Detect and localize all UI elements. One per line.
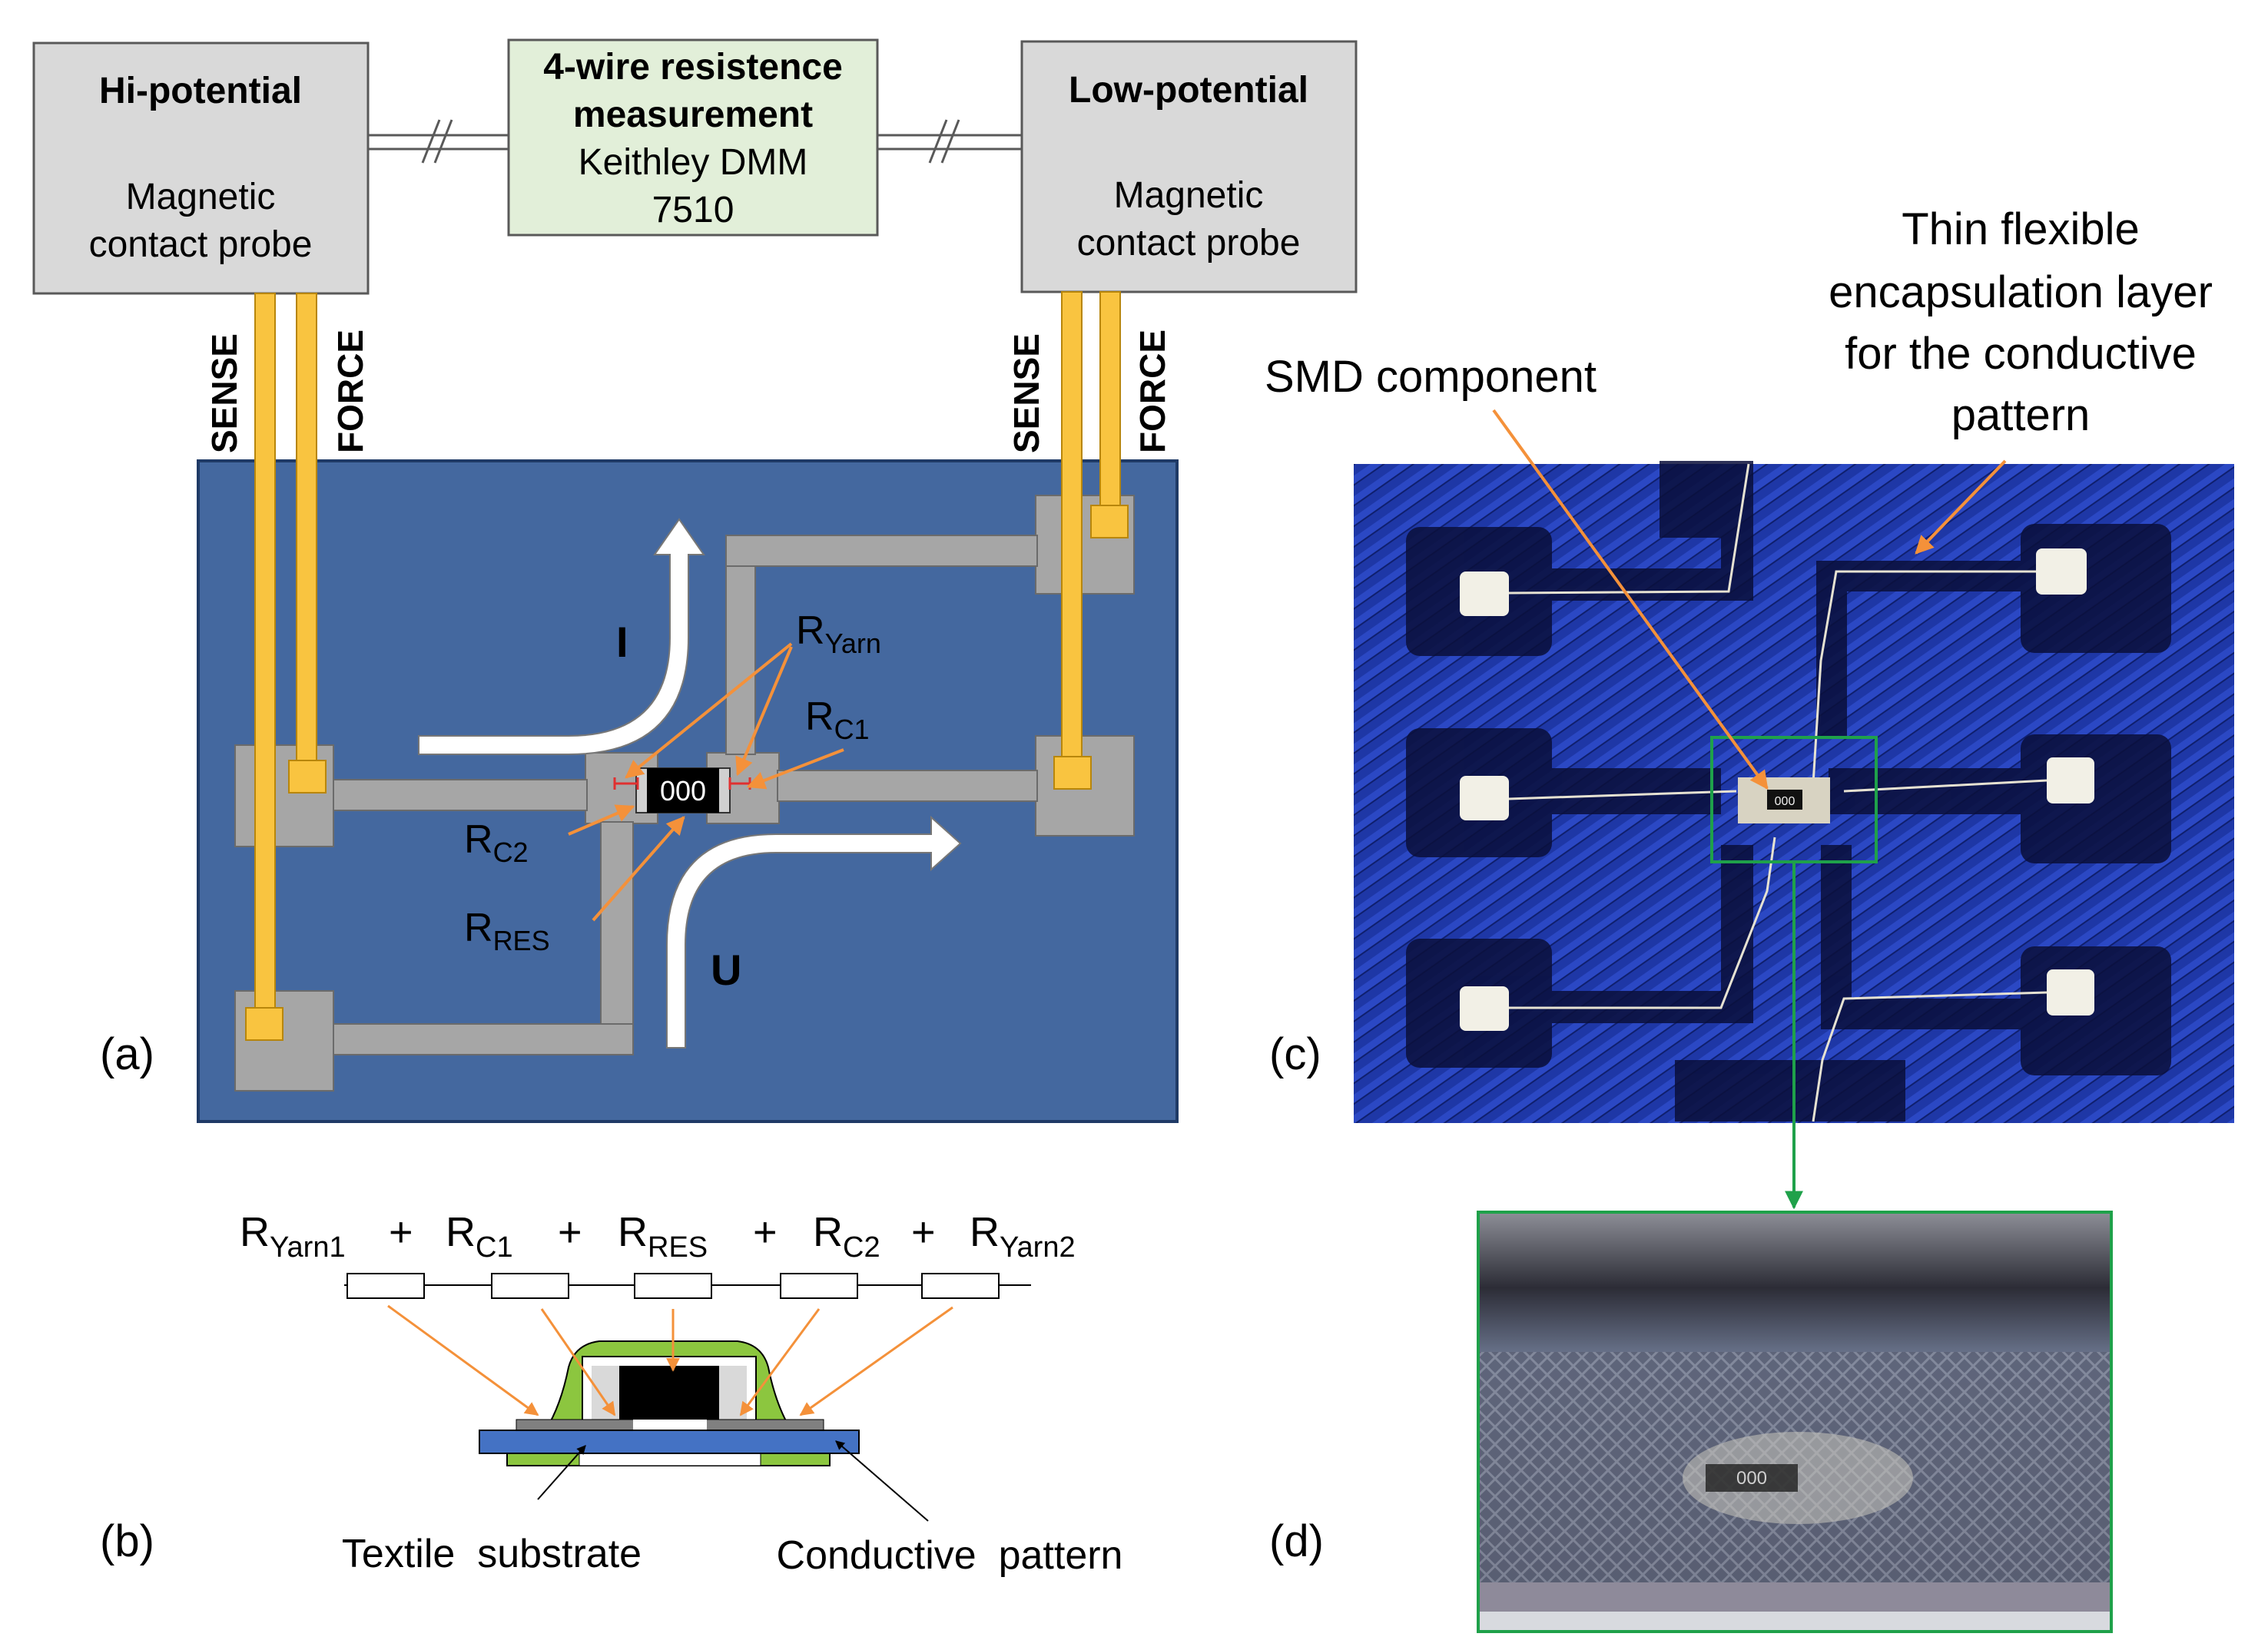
- measurement-line1: 4-wire resistence: [543, 47, 843, 88]
- current-label: I: [616, 618, 628, 666]
- cable-right: [877, 119, 1022, 164]
- plus-2: +: [558, 1209, 582, 1255]
- svg-text:pattern: pattern: [1951, 390, 2091, 440]
- sense-label-left: SENSE: [204, 333, 244, 453]
- panel-c-label: (c): [1269, 1029, 1321, 1079]
- measurement-box: 4-wire resistence measurement Keithley D…: [507, 38, 879, 237]
- cable-left: [368, 119, 509, 164]
- low-potential-line1: Magnetic: [1114, 175, 1264, 216]
- smd-component-label: SMD component: [1265, 352, 1597, 402]
- term-r-c1: RC1: [446, 1209, 513, 1264]
- measurement-line3: Keithley DMM: [579, 142, 808, 183]
- r-res-label: RRES: [464, 906, 550, 956]
- force-label-left: FORCE: [330, 330, 370, 453]
- smd-marking-a: 000: [660, 775, 706, 807]
- cross-section: [479, 1340, 860, 1466]
- hi-potential-title: Hi-potential: [99, 71, 302, 111]
- hi-potential-line1: Magnetic: [126, 177, 276, 217]
- low-potential-line2: contact probe: [1077, 223, 1301, 263]
- textile-substrate-label: Textile substrate: [342, 1532, 642, 1576]
- term-r-yarn1: RYarn1: [240, 1209, 346, 1264]
- voltage-arrow: [666, 815, 962, 1049]
- panel-a-label: (a): [100, 1029, 154, 1079]
- encapsulation-label: Thin flexible encapsulation layer for th…: [1829, 204, 2213, 440]
- term-r-c2: RC2: [813, 1209, 880, 1264]
- annotation-arrows-a: [568, 642, 844, 922]
- plus-1: +: [389, 1209, 413, 1255]
- annotation-arrows-b: [387, 1304, 953, 1416]
- equation-terms: RYarn1 + RC1 + RRES + RC2 + RYarn2: [240, 1209, 1076, 1264]
- sense-label-right: SENSE: [1006, 333, 1046, 453]
- panel-b-label: (b): [100, 1516, 154, 1566]
- measurement-line4: 7510: [652, 190, 734, 230]
- photo-d: 000: [1478, 1212, 2111, 1632]
- smd-marking-c: 000: [1775, 795, 1796, 808]
- label-pointers-b: [537, 1440, 929, 1522]
- zoom-frame-d: [1477, 1211, 2113, 1633]
- svg-text:Thin flexible: Thin flexible: [1902, 204, 2139, 254]
- force-label-right: FORCE: [1132, 330, 1172, 453]
- r-c2-label: RC2: [464, 817, 529, 868]
- term-r-res: RRES: [618, 1209, 708, 1264]
- smd-component-a: 000: [635, 767, 731, 813]
- low-potential-title: Low-potential: [1069, 70, 1308, 111]
- conductive-pattern-label: Conductive pattern: [777, 1533, 1123, 1578]
- svg-text:for the conductive: for the conductive: [1845, 329, 2197, 379]
- low-potential-box: Low-potential Magnetic contact probe: [1020, 40, 1358, 293]
- r-c1-label: RC1: [805, 694, 870, 745]
- resistor-chain: [344, 1273, 1031, 1299]
- probe-wires: [245, 291, 1129, 1041]
- smd-marking-d: 000: [1736, 1468, 1767, 1489]
- term-r-yarn2: RYarn2: [970, 1209, 1076, 1264]
- hi-potential-line2: contact probe: [89, 224, 313, 265]
- svg-text:encapsulation layer: encapsulation layer: [1829, 267, 2213, 317]
- plus-4: +: [911, 1209, 936, 1255]
- panel-d-label: (d): [1269, 1516, 1324, 1566]
- annotation-arrows-c: [1492, 409, 2007, 790]
- hi-potential-box: Hi-potential Magnetic contact probe: [32, 41, 370, 295]
- r-yarn-label: RYarn: [796, 608, 881, 659]
- current-arrow: [418, 518, 705, 755]
- plus-3: +: [753, 1209, 778, 1255]
- measurement-line2: measurement: [573, 94, 813, 135]
- voltage-label: U: [711, 946, 741, 994]
